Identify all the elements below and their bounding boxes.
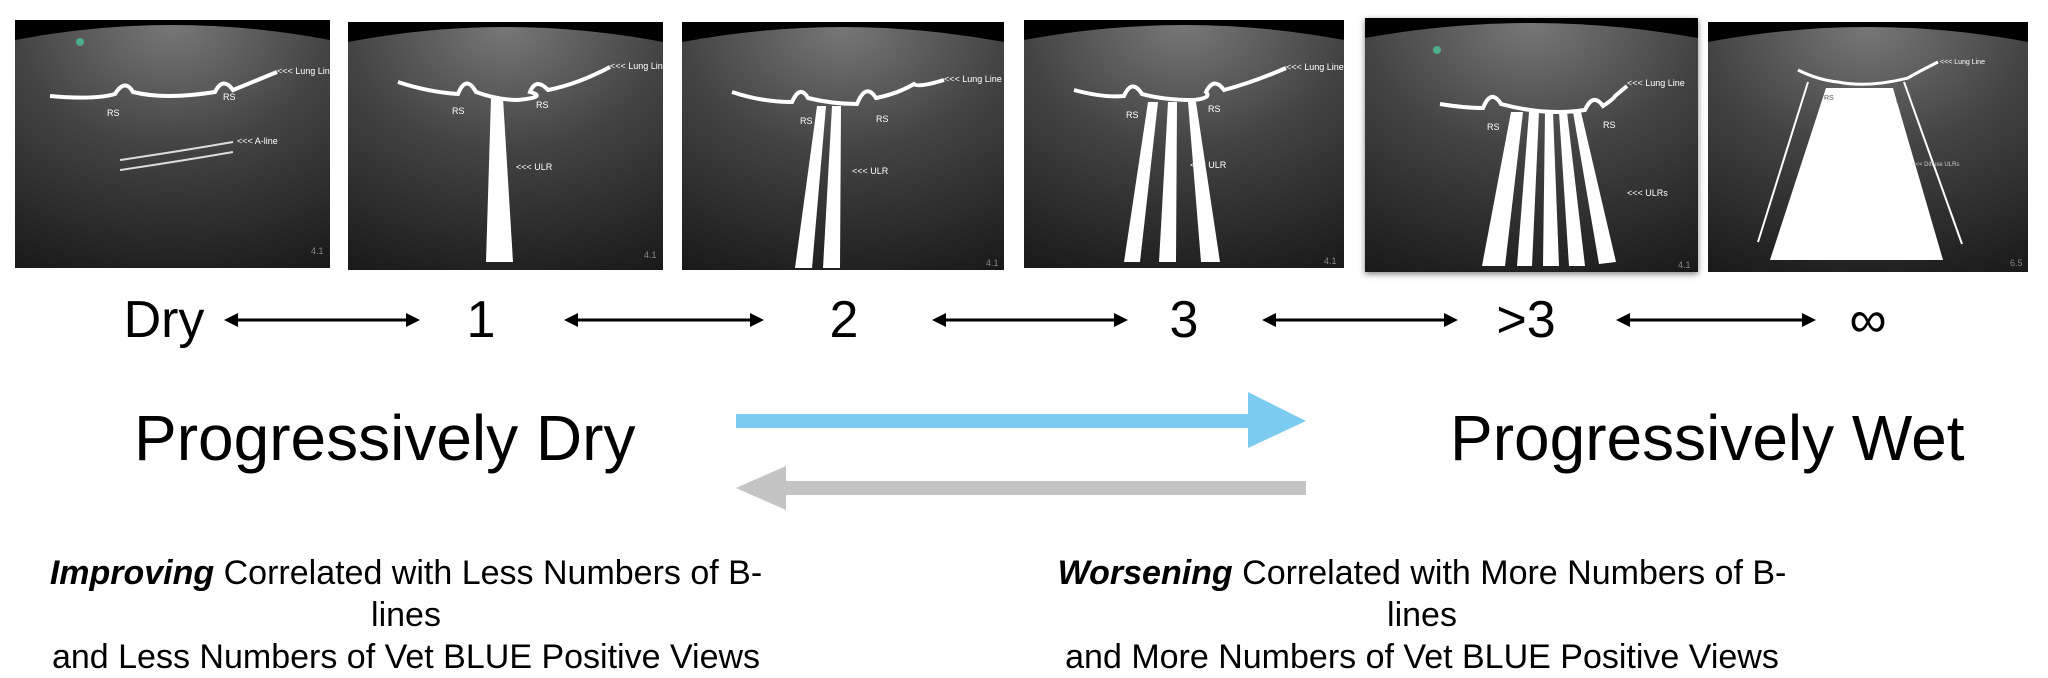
double-arrow-3-more bbox=[1262, 313, 1458, 327]
caption-worsening-text: Correlated with More Numbers of B-lines bbox=[1232, 554, 1787, 634]
depth-label: 4.1 bbox=[644, 250, 657, 260]
caption-improving: Improving Correlated with Less Numbers o… bbox=[26, 552, 786, 678]
a-line-label: <<< A-line bbox=[237, 136, 278, 146]
lung-line-label: <<< Lung Line bbox=[277, 66, 330, 76]
caption-worsening-bold: Worsening bbox=[1057, 554, 1233, 592]
rs-label: RS bbox=[1487, 122, 1500, 132]
caption-improving-line2: and Less Numbers of Vet BLUE Positive Vi… bbox=[51, 638, 761, 676]
rs-label: RS bbox=[800, 116, 813, 126]
ultrasound-panel-1: <<< Lung Line RS RS <<< ULR 4.1 bbox=[348, 22, 663, 270]
double-arrow-more-infinity bbox=[1616, 313, 1816, 327]
lung-line-label: <<< Lung Line bbox=[1286, 62, 1344, 72]
depth-label: 4.1 bbox=[986, 258, 999, 268]
scale-label-dry: Dry bbox=[123, 291, 205, 349]
ultrasound-panel-dry: <<< Lung Line RS RS <<< A-line 4.1 bbox=[15, 20, 330, 268]
double-arrow-1-2 bbox=[564, 313, 764, 327]
ulr-label: <<< ULR bbox=[1190, 160, 1227, 170]
ulr-label: <<< ULR bbox=[516, 162, 553, 172]
depth-label: 6.5 bbox=[2010, 258, 2023, 268]
depth-label: 4.1 bbox=[1678, 260, 1691, 270]
scale-label-infinity: ∞ bbox=[1849, 291, 1887, 349]
heading-progressively-wet: Progressively Wet bbox=[1450, 402, 1965, 474]
rs-label: RS bbox=[223, 92, 236, 102]
lung-line-label: <<< Lung Line bbox=[1627, 78, 1685, 88]
rs-label: RS bbox=[536, 100, 549, 110]
dry-direction-arrow bbox=[736, 466, 1306, 510]
rs-label: RS bbox=[1126, 110, 1139, 120]
rs-label: RS bbox=[876, 114, 889, 124]
ulr-label: <<< Diffuse ULRs bbox=[1912, 162, 1959, 168]
ulrs-label: <<< ULRs bbox=[1627, 188, 1668, 198]
depth-label: 4.1 bbox=[1324, 256, 1337, 266]
double-arrow-2-3 bbox=[932, 313, 1128, 327]
ultrasound-panel-3: <<< Lung Line RS RS <<< ULR 4.1 bbox=[1024, 20, 1344, 268]
scale-label-3: 3 bbox=[1169, 291, 1199, 349]
caption-worsening-line2: and More Numbers of Vet BLUE Positive Vi… bbox=[1065, 638, 1779, 676]
heading-progressively-dry: Progressively Dry bbox=[134, 402, 636, 474]
caption-worsening: Worsening Correlated with More Numbers o… bbox=[1042, 552, 1802, 678]
lung-line-label: <<< Lung Line bbox=[944, 74, 1002, 84]
lung-line-label: <<< Lung Line bbox=[610, 61, 663, 71]
ultrasound-panel-infinite: <<< Lung Line RS RS <<< Diffuse ULRs 6.5 bbox=[1708, 22, 2028, 272]
caption-improving-text: Correlated with Less Numbers of B-lines bbox=[214, 554, 763, 634]
double-arrow-dry-1 bbox=[224, 313, 420, 327]
depth-label: 4.1 bbox=[311, 246, 324, 256]
rs-label: RS bbox=[1824, 95, 1834, 102]
scale-label-more-than-3: >3 bbox=[1496, 291, 1556, 349]
wet-direction-arrow bbox=[736, 392, 1306, 448]
ultrasound-panel-more-than-3: <<< Lung Line RS RS <<< ULRs 4.1 bbox=[1365, 18, 1698, 272]
scale-label-2: 2 bbox=[829, 291, 859, 349]
lung-line-label: <<< Lung Line bbox=[1940, 59, 1985, 66]
ultrasound-panel-2: <<< Lung Line RS RS <<< ULR 4.1 bbox=[682, 22, 1004, 270]
rs-label: RS bbox=[1896, 97, 1906, 104]
rs-label: RS bbox=[107, 108, 120, 118]
rs-label: RS bbox=[452, 106, 465, 116]
rs-label: RS bbox=[1603, 120, 1616, 130]
ulr-label: <<< ULR bbox=[852, 166, 889, 176]
rs-label: RS bbox=[1208, 104, 1221, 114]
scale-label-1: 1 bbox=[466, 291, 496, 349]
caption-improving-bold: Improving bbox=[49, 554, 215, 592]
